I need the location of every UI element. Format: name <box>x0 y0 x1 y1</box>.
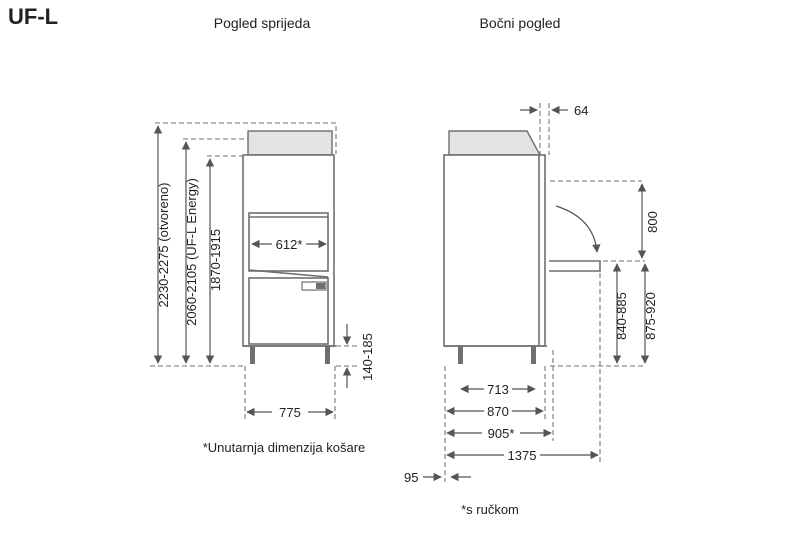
basket-footnote: *Unutarnja dimenzija košare <box>203 440 366 455</box>
front-width-label: 775 <box>279 405 301 420</box>
open-height-label: 2230-2275 (otvoreno) <box>156 182 171 307</box>
energy-height-label: 2060-2105 (UF-L Energy) <box>184 178 199 326</box>
feet-height-label: 140-185 <box>360 333 375 381</box>
open-height-reference-line <box>155 122 337 154</box>
depth-713-label: 713 <box>487 382 509 397</box>
front-wash-chamber <box>248 212 329 272</box>
side-view-label: Bočni pogled <box>480 15 561 31</box>
control-display <box>316 283 325 289</box>
handle-high-label: 875-920 <box>643 292 658 340</box>
side-machine-body <box>443 154 546 347</box>
door-height-label: 800 <box>645 211 660 233</box>
basket-rail <box>248 269 329 278</box>
basket-inner-width-label: 612* <box>276 237 303 252</box>
side-front-foot <box>531 346 536 364</box>
top-offset-label: 64 <box>574 103 588 118</box>
handle-footnote: *s ručkom <box>461 502 519 517</box>
front-hood-panel <box>247 130 333 156</box>
side-view: 64 800 840-885 875-920 713 870 905* 1375… <box>404 103 660 517</box>
side-hood-panel <box>448 130 542 156</box>
front-left-foot <box>250 346 255 364</box>
door-handle <box>549 260 601 272</box>
handle-low-label: 840-885 <box>614 292 629 340</box>
front-view: 612* 2230-2275 (otvoreno) 2060-2105 (UF-… <box>150 122 375 455</box>
offset-95-label: 95 <box>404 470 418 485</box>
front-right-foot <box>325 346 330 364</box>
side-rear-foot <box>458 346 463 364</box>
control-panel <box>301 281 327 291</box>
front-lower-cabinet <box>248 277 329 345</box>
body-height-label: 1870-1915 <box>208 229 223 291</box>
depth-870-label: 870 <box>487 404 509 419</box>
depth-1375-label: 1375 <box>508 448 537 463</box>
model-title: UF-L <box>8 4 58 29</box>
depth-905-label: 905* <box>488 426 515 441</box>
front-view-label: Pogled sprijeda <box>214 15 311 31</box>
door-swing-arrow <box>555 205 601 253</box>
